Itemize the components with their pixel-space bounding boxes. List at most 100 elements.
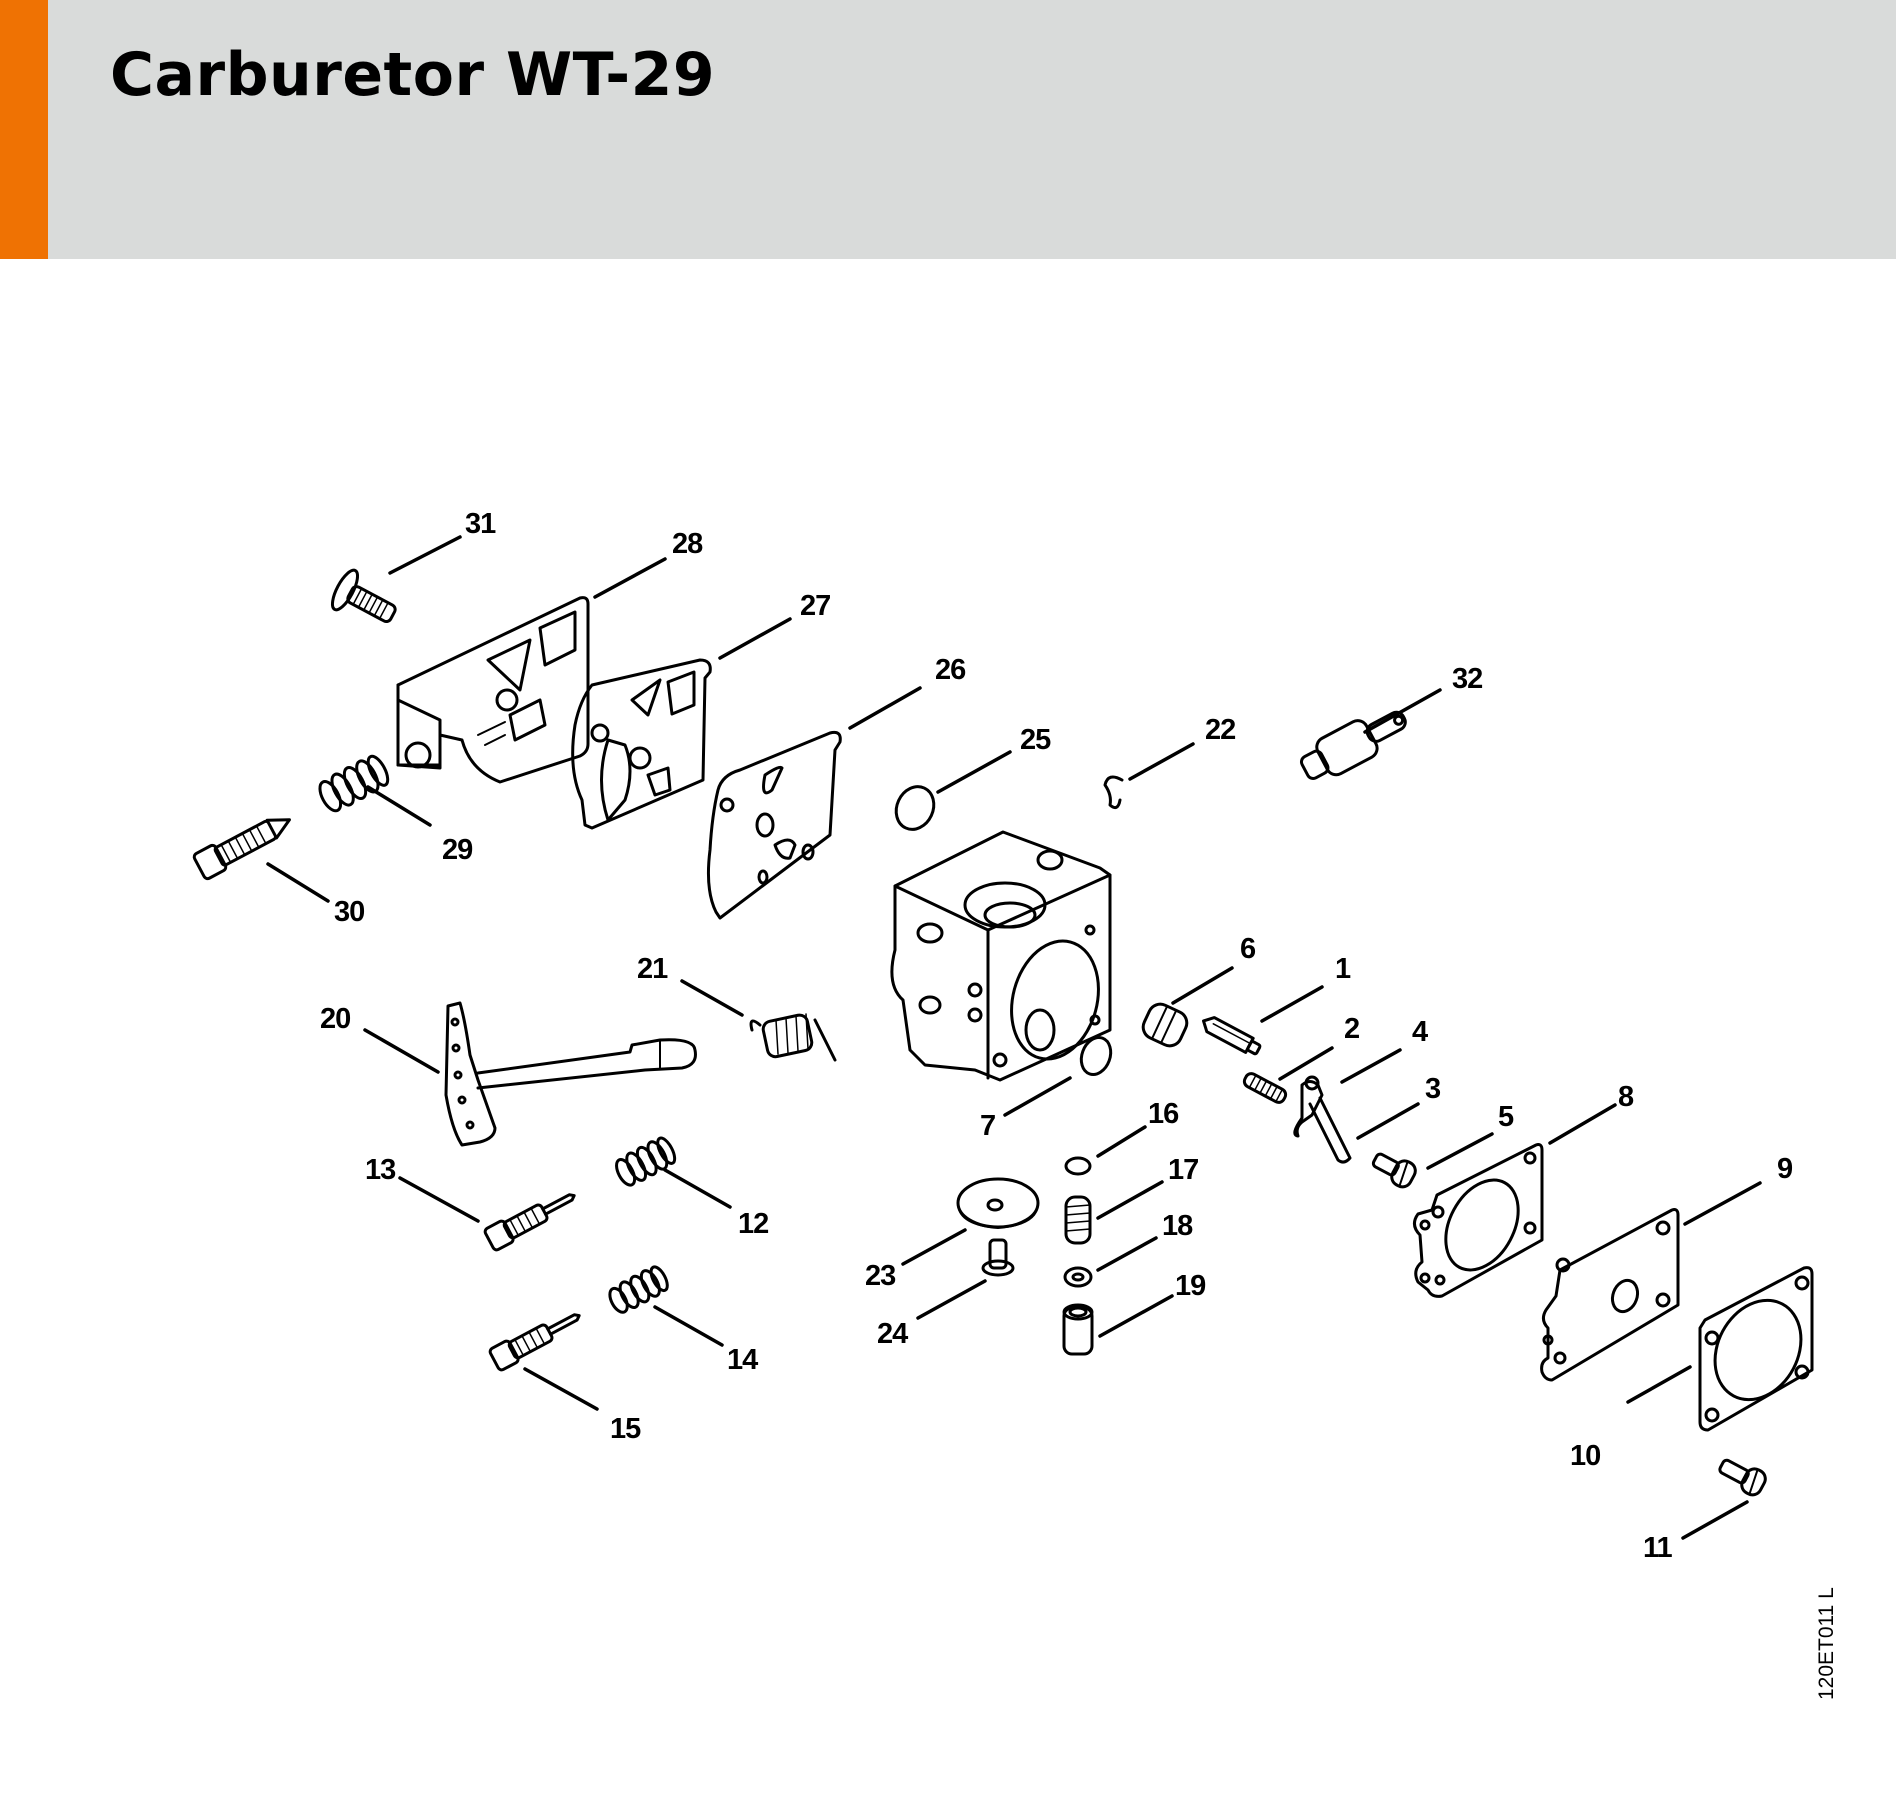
leader-28 [593,557,667,599]
leader-30 [266,862,330,903]
part-8-gasket-icon [1413,1143,1544,1298]
part-7-o-ring-icon [1079,1036,1113,1076]
callout-32[interactable]: 32 [1452,663,1483,695]
callout-4[interactable]: 4 [1412,1016,1428,1048]
part-18-washer-icon [1063,1266,1093,1288]
part-30-idle-speed-screw-icon [192,818,291,881]
callout-14[interactable]: 14 [727,1344,758,1376]
part-26-gasket-icon [706,730,842,920]
leader-11 [1681,1500,1749,1540]
callout-7[interactable]: 7 [980,1110,996,1142]
callout-26[interactable]: 26 [935,654,966,686]
callout-5[interactable]: 5 [1498,1101,1514,1133]
leader-4 [1340,1048,1402,1084]
part-17-spring-icon [1064,1195,1092,1245]
callout-27[interactable]: 27 [800,590,831,622]
callout-11[interactable]: 11 [1643,1532,1673,1564]
callout-17[interactable]: 17 [1168,1154,1199,1186]
callout-16[interactable]: 16 [1148,1098,1179,1130]
part-2-spring-icon [1242,1072,1288,1104]
part-6-plug-icon [1141,1002,1189,1048]
callout-2[interactable]: 2 [1344,1013,1360,1045]
part-9-metering-diaphragm-icon [1540,1208,1680,1382]
leader-22 [1128,742,1195,781]
leader-31 [388,535,462,575]
callout-10[interactable]: 10 [1570,1440,1601,1472]
part-4-inlet-control-lever-icon [1293,1075,1324,1138]
part-31-screw-icon [330,568,397,624]
part-1-inlet-needle-icon [1202,1016,1262,1056]
part-3-lever-pin-icon [1308,1096,1352,1164]
callout-18[interactable]: 18 [1162,1210,1193,1242]
leader-8 [1548,1103,1617,1145]
leader-20 [363,1028,440,1074]
leader-19 [1098,1294,1174,1338]
leader-3 [1356,1102,1420,1140]
leader-25 [936,750,1012,794]
leader-10 [1626,1365,1692,1404]
leader-26 [848,686,922,730]
callout-15[interactable]: 15 [610,1413,641,1445]
leader-32 [1363,688,1442,734]
leader-12 [663,1168,732,1209]
callout-13[interactable]: 13 [365,1154,396,1186]
callout-8[interactable]: 8 [1618,1081,1634,1113]
leader-6 [1171,966,1234,1005]
callout-30[interactable]: 30 [334,896,365,928]
leader-2 [1278,1046,1334,1081]
leader-21 [680,979,744,1017]
part-11-screw-icon [1718,1458,1767,1497]
leader-1 [1260,985,1324,1023]
leader-29 [366,785,432,827]
leader-5 [1426,1132,1494,1170]
leader-24 [916,1279,987,1320]
callout-22[interactable]: 22 [1205,714,1236,746]
part-carburetor-body-icon [890,830,1112,1082]
callout-9[interactable]: 9 [1777,1153,1793,1185]
leader-13 [398,1176,480,1223]
callout-24[interactable]: 24 [877,1318,908,1350]
leader-lines [266,535,1762,1540]
part-15-adjusting-screw-icon [488,1313,581,1372]
part-29-spring-icon [318,754,390,813]
part-14-spring-icon [608,1265,669,1314]
leader-15 [523,1367,599,1411]
callout-21[interactable]: 21 [637,953,668,985]
callout-25[interactable]: 25 [1020,724,1051,756]
part-5-screw-icon [1371,1152,1417,1189]
leader-18 [1096,1236,1158,1272]
part-12-spring-icon [615,1136,677,1187]
leader-17 [1096,1180,1164,1220]
part-28-pump-cover-icon [396,596,590,784]
leader-14 [653,1305,724,1347]
orange-accent-bar [0,0,48,259]
part-20-throttle-shaft-icon [444,1001,697,1147]
callout-19[interactable]: 19 [1175,1270,1206,1302]
leader-7 [1003,1076,1072,1117]
callout-6[interactable]: 6 [1240,933,1256,965]
page-header: Carburetor WT-29 [0,0,1896,259]
callout-1[interactable]: 1 [1335,953,1351,985]
leader-23 [901,1228,967,1266]
callout-12[interactable]: 12 [738,1208,769,1240]
part-27-pump-diaphragm-icon [571,658,712,830]
callout-31[interactable]: 31 [465,508,496,540]
part-23-throttle-shutter-icon [956,1177,1040,1229]
part-21-torsion-spring-icon [749,1013,837,1062]
callout-20[interactable]: 20 [320,1003,351,1035]
part-13-adjusting-screw-icon [483,1193,576,1252]
callout-28[interactable]: 28 [672,528,703,560]
part-19-sleeve-icon [1062,1303,1094,1356]
callout-29[interactable]: 29 [442,834,473,866]
leader-9 [1683,1181,1762,1226]
part-22-retaining-ring-icon [1103,775,1124,810]
leader-16 [1096,1125,1147,1158]
part-10-end-cover-icon [1698,1266,1814,1432]
callout-3[interactable]: 3 [1425,1073,1441,1105]
part-25-welch-plug-icon [894,785,936,831]
callout-23[interactable]: 23 [865,1260,896,1292]
part-32-fuel-fitting-icon [1299,710,1407,780]
part-24-screw-icon [981,1238,1015,1277]
